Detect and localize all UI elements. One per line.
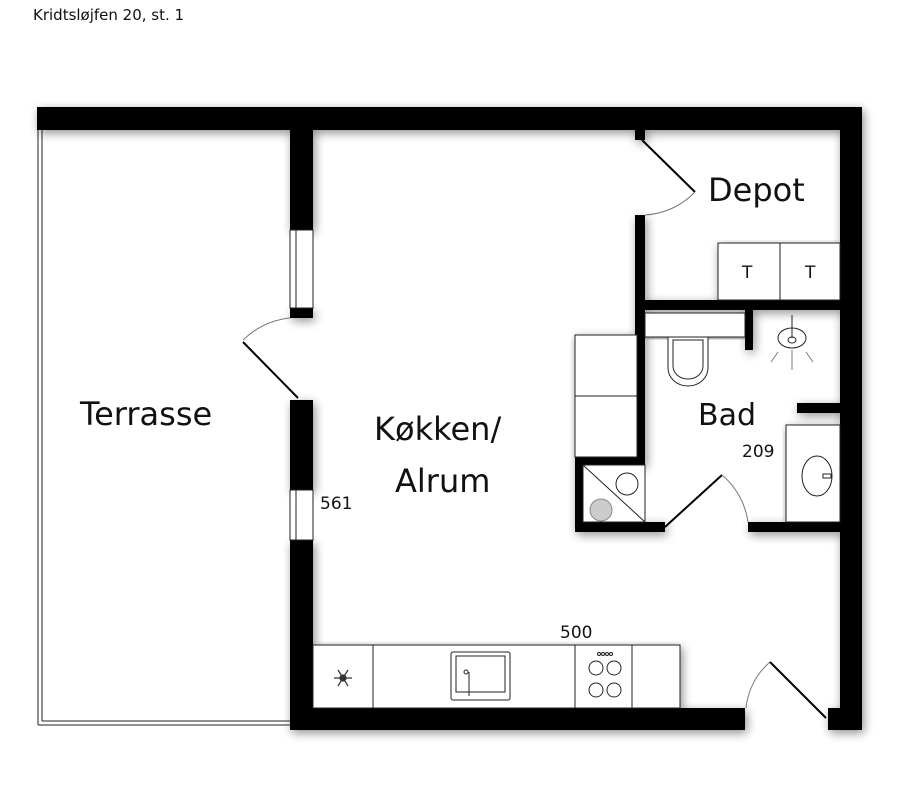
entry-door[interactable]: [745, 661, 827, 719]
kitchen-sink-icon: [450, 651, 511, 701]
room-label-kitchen-line2: Alrum: [395, 462, 490, 500]
address-title: Kridtsløjfen 20, st. 1: [33, 6, 185, 24]
bath-shelf: [644, 312, 746, 338]
walls: [37, 107, 862, 730]
depot-door[interactable]: [641, 139, 696, 216]
room-label-kitchen-line1: Køkken/: [374, 410, 501, 448]
fridge-snowflake-icon: [334, 669, 352, 687]
washing-machine-icon: [589, 498, 613, 522]
window-upper: [289, 229, 314, 309]
dimension-kitchen-width: 500: [560, 623, 592, 643]
dimension-bad: 209: [742, 442, 774, 462]
cabinet-label: T: [741, 263, 753, 283]
room-label-terrasse: Terrasse: [79, 395, 212, 433]
window-lower: [289, 489, 314, 541]
bath-door[interactable]: [664, 474, 749, 528]
sink-icon: [801, 455, 833, 497]
depot-cabinets: [717, 242, 841, 301]
laundry-area: [582, 464, 646, 523]
wash-basin-icon: [770, 315, 814, 370]
toilet-icon: [667, 336, 709, 387]
room-label-depot: Depot: [708, 171, 805, 209]
dimension-kitchen-height: 561: [320, 494, 352, 514]
stove-icon: [588, 652, 622, 698]
terrace-outline: [37, 130, 290, 726]
storage-shelves: [574, 334, 638, 458]
kitchen-counter: [312, 644, 681, 709]
terrace-door[interactable]: [242, 317, 299, 399]
room-label-bad: Bad: [698, 398, 756, 433]
cabinet-label: T: [804, 263, 816, 283]
